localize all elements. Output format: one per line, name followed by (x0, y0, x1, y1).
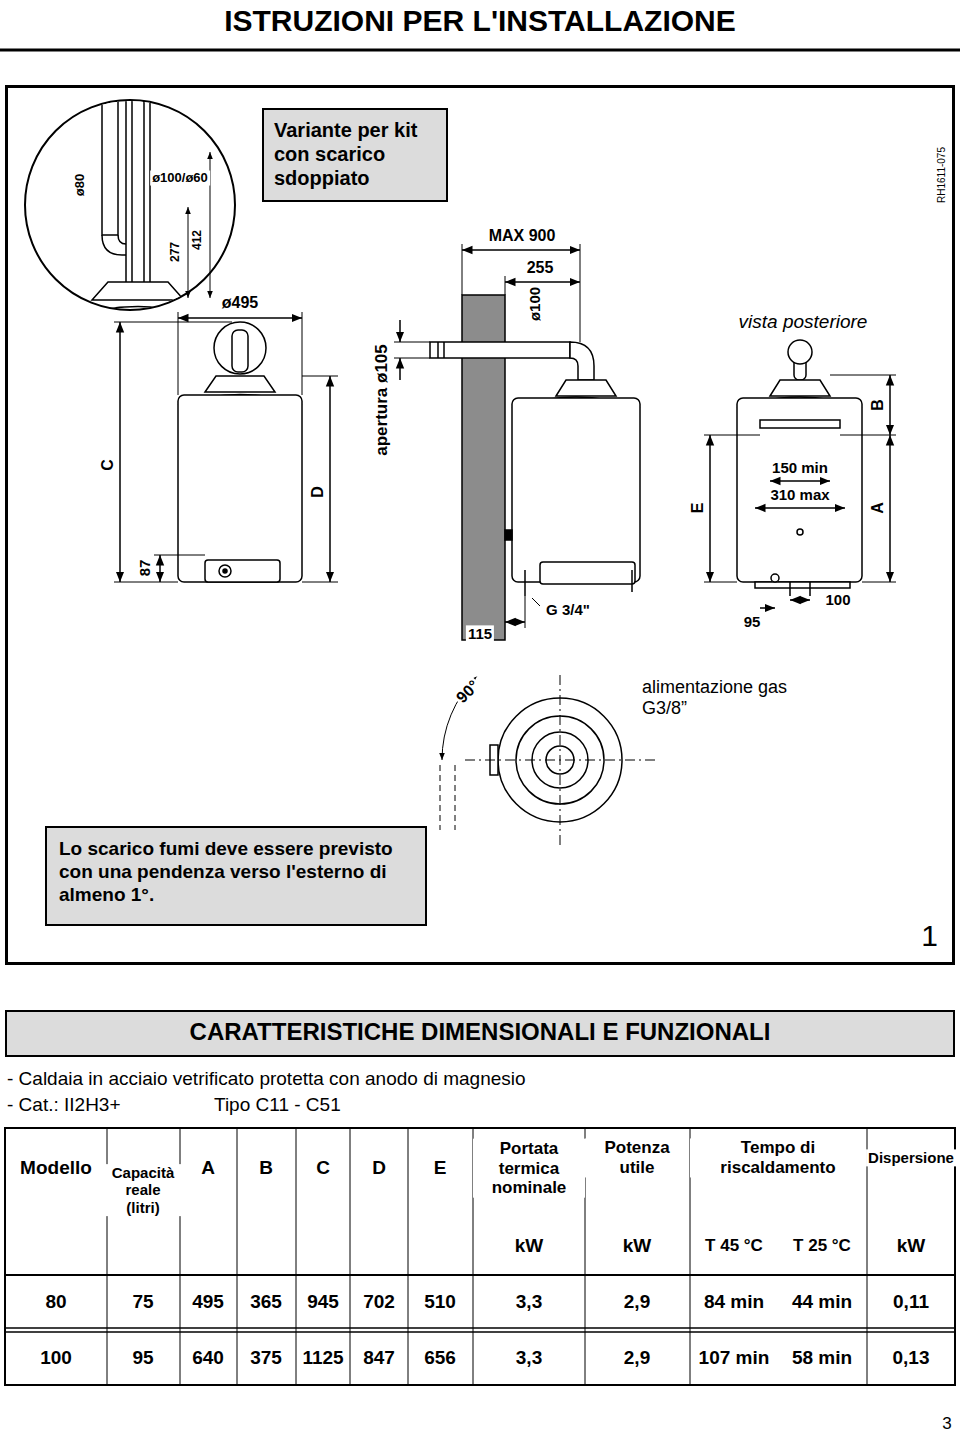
spec-note: - Cat.: II2H3+ (5, 1094, 123, 1116)
table-cell: kW (621, 1235, 654, 1257)
table-cell: Portata termica nominale (473, 1139, 585, 1198)
table-cell: Tempo di riscaldamento (690, 1138, 866, 1177)
table-cell: 656 (422, 1347, 458, 1369)
top-view (440, 675, 655, 845)
dimension-label: 310 max (768, 486, 831, 503)
dimension-label: alimentazione gas G3/8” (640, 677, 794, 718)
dimension-label: 150 min (770, 459, 830, 476)
front-view (114, 312, 430, 582)
flue-note-box: Lo scarico fumi deve essere previsto con… (45, 826, 427, 926)
dimension-label: D (309, 484, 327, 500)
table-cell: 80 (43, 1291, 68, 1313)
table-cell: 2,9 (622, 1291, 652, 1313)
table-cell: 75 (130, 1291, 155, 1313)
dimension-label: 100 (823, 591, 852, 608)
table-cell: B (257, 1157, 275, 1179)
table-cell: T 25 °C (791, 1236, 853, 1256)
table-cell: 365 (248, 1291, 284, 1313)
dimension-label: 277 (169, 240, 183, 264)
node-text: 1 (921, 918, 938, 954)
table-cell: 0,13 (891, 1347, 932, 1369)
table-cell: 510 (422, 1291, 458, 1313)
dimension-label: E (689, 501, 707, 516)
dimension-label: MAX 900 (487, 227, 558, 245)
table-cell: E (432, 1157, 449, 1179)
table-cell: 3,3 (514, 1291, 544, 1313)
table-cell: 375 (248, 1347, 284, 1369)
dimension-label: vista posteriore (737, 311, 870, 333)
table-cell: Capacità reale (litri) (105, 1164, 181, 1216)
table-cell: 702 (361, 1291, 397, 1313)
dimension-label: G 3/4" (544, 601, 592, 618)
dimension-label: apertura ø105 (372, 342, 392, 458)
table-grid (5, 1128, 955, 1385)
table-cell: 100 (38, 1347, 74, 1369)
table-cell: Modello (18, 1157, 94, 1179)
node-text: Lo scarico fumi deve essere previsto con… (59, 838, 413, 906)
section-band: CARATTERISTICHE DIMENSIONALI E FUNZIONAL… (5, 1010, 955, 1057)
table-cell: 44 min (790, 1291, 854, 1313)
table-cell: Dispersione (866, 1149, 956, 1166)
side-view (430, 244, 640, 640)
dimension-label: 95 (742, 613, 763, 630)
node-text: CARATTERISTICHE DIMENSIONALI E FUNZIONAL… (17, 1018, 943, 1047)
page-title: ISTRUZIONI PER L'INSTALLAZIONE (0, 4, 960, 38)
spec-note: - Caldaia in acciaio vetrificato protett… (5, 1068, 528, 1090)
table-cell: kW (513, 1235, 546, 1257)
table-cell: 3,3 (514, 1347, 544, 1369)
figure-frame: 1 Variante per kit con scarico sdoppiatoL… (5, 85, 955, 965)
table-cell: 2,9 (622, 1347, 652, 1369)
dimension-label: ø100/ø60 (150, 171, 210, 186)
title-rule (0, 49, 960, 52)
dimension-label: A (869, 500, 887, 516)
table-cell: 640 (190, 1347, 226, 1369)
variant-note-box: Variante per kit con scarico sdoppiato (262, 108, 448, 202)
table-cell: 95 (130, 1347, 155, 1369)
dimension-label: B (869, 397, 887, 413)
magnified-detail (25, 95, 235, 325)
table-cell: 107 min (697, 1347, 772, 1369)
table-cell: 945 (305, 1291, 341, 1313)
dimension-label: ø100 (526, 285, 543, 323)
dimension-label: 87 (136, 558, 153, 579)
table-cell: A (199, 1157, 217, 1179)
spec-note: Tipo C11 - C51 (212, 1094, 343, 1116)
dimension-label: ø80 (73, 172, 88, 198)
dimension-label: RH1611-075 (936, 145, 948, 205)
table-cell: 0,11 (891, 1291, 931, 1313)
dimension-label: 412 (191, 228, 205, 252)
table-cell: 1125 (300, 1347, 345, 1369)
table-cell: kW (895, 1235, 928, 1257)
dimension-label: 255 (525, 259, 556, 277)
node-text: Variante per kit con scarico sdoppiato (274, 118, 436, 190)
table-cell: 58 min (790, 1347, 854, 1369)
table-cell: 84 min (702, 1291, 766, 1313)
dimension-label: C (99, 457, 117, 473)
dimension-label: 115 (466, 625, 494, 642)
table-cell: 847 (361, 1347, 397, 1369)
table-cell: C (314, 1157, 332, 1179)
table-cell: 495 (190, 1291, 226, 1313)
table-cell: D (370, 1157, 388, 1179)
rear-view (704, 340, 896, 608)
dimension-label: ø495 (220, 294, 260, 312)
dimension-label: 3 (940, 1414, 953, 1434)
table-cell: T 45 °C (703, 1236, 765, 1256)
table-cell: Potenza utile (585, 1138, 689, 1177)
